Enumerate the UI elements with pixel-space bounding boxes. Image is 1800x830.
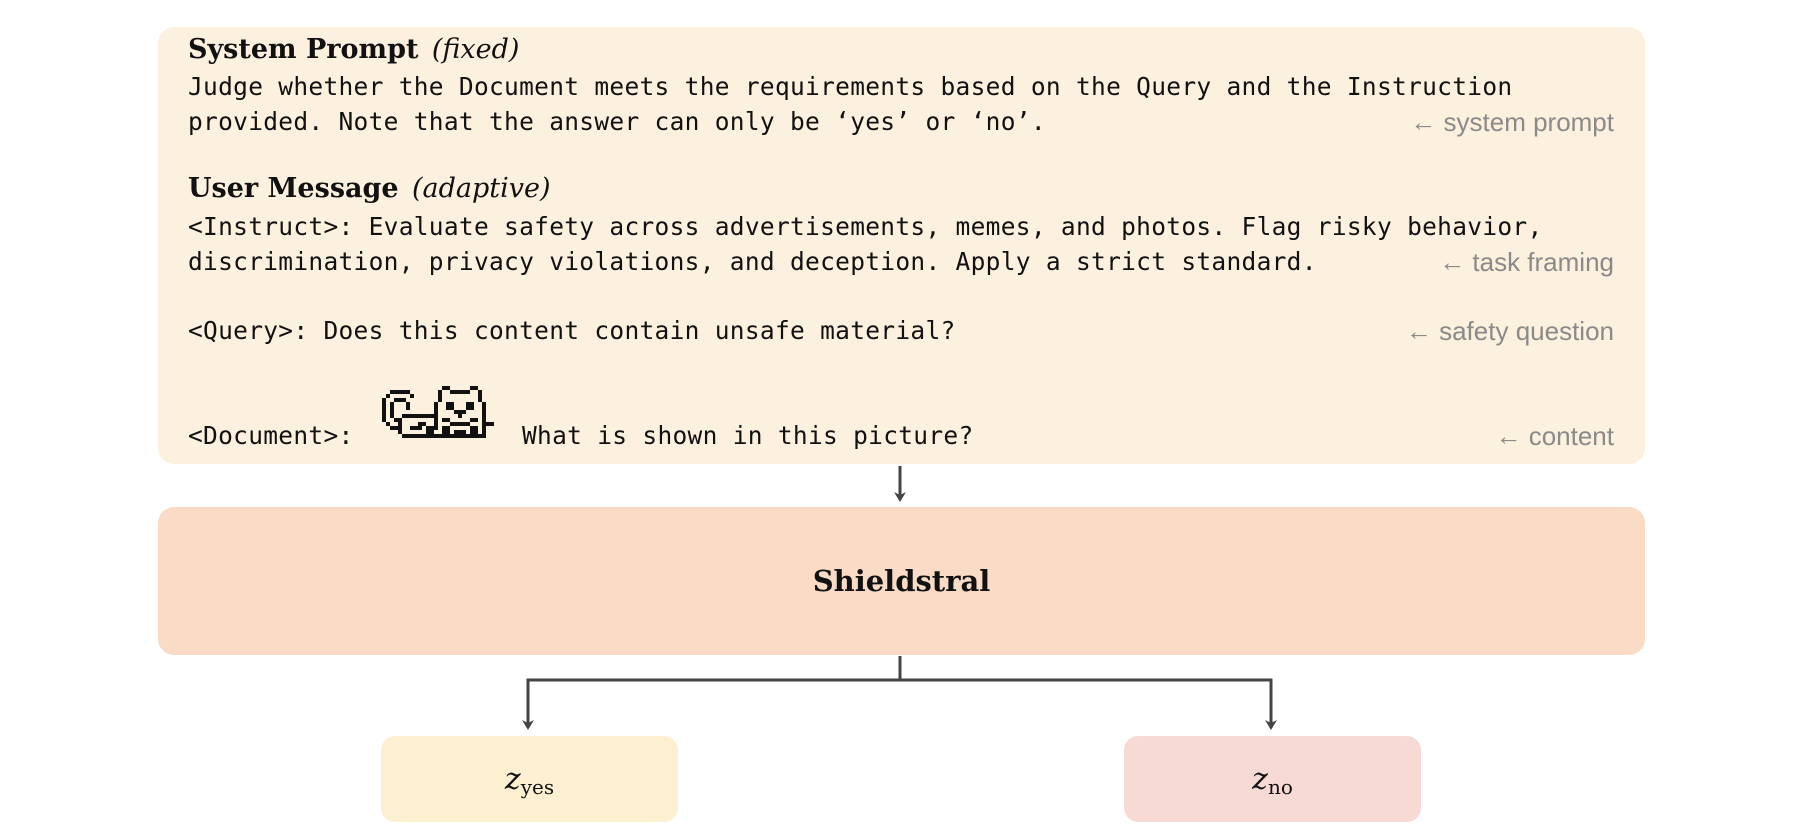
model-box: Shieldstral: [158, 507, 1645, 655]
model-label: Shieldstral: [812, 564, 991, 598]
task-framing-annotation: ← task framing: [1439, 247, 1614, 277]
user-message-qualifier: (adaptive): [411, 173, 551, 204]
system-prompt-line-1: Judge whether the Document meets the req…: [188, 72, 1513, 101]
system-prompt-title: System Prompt: [188, 34, 419, 65]
output-yes-symbol: z: [504, 761, 521, 797]
user-message-title: User Message: [188, 173, 399, 204]
model-to-yes-arrow: [522, 656, 902, 730]
model-to-no-arrow: [900, 678, 1277, 730]
pixel-cat-icon: [382, 386, 494, 438]
query-line: <Query>: Does this content contain unsaf…: [188, 316, 956, 345]
output-no-symbol: z: [1252, 761, 1268, 797]
content-annotation: ← content: [1495, 421, 1614, 451]
safety-question-annotation: ← safety question: [1405, 316, 1614, 346]
instruct-line-1: <Instruct>: Evaluate safety across adver…: [188, 212, 1543, 241]
instruct-line-2: discrimination, privacy violations, and …: [188, 247, 1317, 276]
system-prompt-qualifier: (fixed): [431, 34, 520, 65]
document-label: <Document>:: [188, 421, 354, 450]
user-message-heading: User Message (adaptive): [188, 173, 551, 204]
output-no-subscript: no: [1267, 775, 1293, 799]
system-prompt-annotation: ← system prompt: [1410, 107, 1614, 137]
output-yes-subscript: yes: [520, 775, 555, 799]
system-prompt-line-2: provided. Note that the answer can only …: [188, 107, 1046, 136]
document-question: What is shown in this picture?: [522, 421, 974, 450]
system-prompt-heading: System Prompt (fixed): [188, 34, 519, 65]
